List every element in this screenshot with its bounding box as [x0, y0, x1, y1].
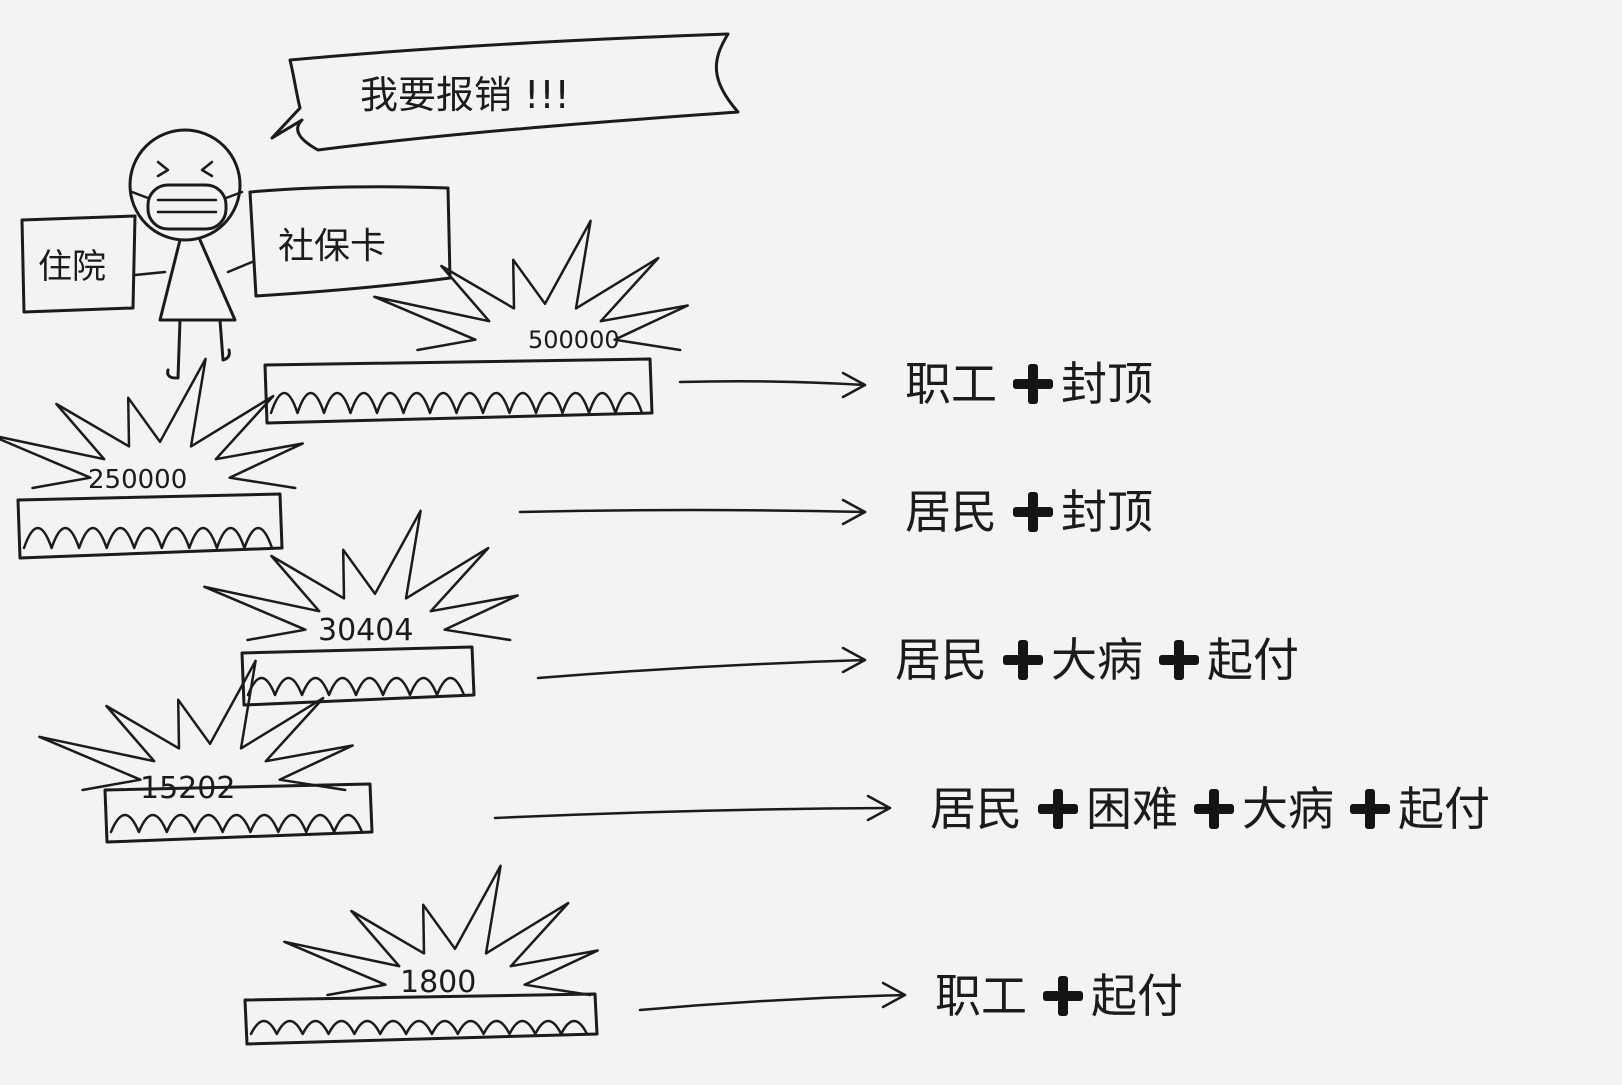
tier-2: 250000 居民 封顶 [0, 357, 1153, 560]
tier-formula: 职工 起付 [935, 969, 1183, 1023]
burst-icon [0, 357, 304, 490]
formula-term: 居民 [895, 633, 987, 687]
formula-term: 封顶 [1061, 485, 1153, 539]
tier-formula: 居民 封顶 [905, 485, 1153, 539]
tier-formula: 居民 困难 大病 起付 [930, 782, 1490, 836]
social-security-card: 社保卡 [248, 185, 452, 298]
tier-formula: 居民 大病 起付 [895, 633, 1299, 687]
tier-1: 500000 职工 封顶 [263, 219, 1153, 425]
formula-term: 起付 [1398, 782, 1490, 836]
social-security-card-label: 社保卡 [278, 226, 386, 267]
formula-term: 起付 [1091, 969, 1183, 1023]
hospital-card-label: 住院 [38, 247, 106, 287]
tier-amount: 500000 [528, 326, 620, 354]
arrow-icon [678, 371, 867, 399]
plus-icon [1003, 640, 1043, 680]
formula-term: 居民 [930, 782, 1022, 836]
formula-term: 职工 [935, 969, 1027, 1023]
person: 住院 社保卡 [20, 128, 452, 380]
spring-platform [103, 782, 374, 844]
formula-term: 困难 [1086, 782, 1178, 836]
hospital-card: 住院 [20, 214, 137, 314]
formula-term: 大病 [1051, 633, 1143, 687]
plus-icon [1159, 640, 1199, 680]
formula-term: 大病 [1242, 782, 1334, 836]
burst-icon [373, 219, 689, 352]
plus-icon [1194, 789, 1234, 829]
spring-platform [240, 645, 476, 707]
arrow-icon [493, 794, 892, 822]
arrow-icon [536, 646, 867, 680]
arrow-icon [518, 498, 867, 526]
plus-icon [1038, 789, 1078, 829]
tier-amount: 250000 [88, 465, 187, 495]
speech-bubble: 我要报销 !!! [270, 32, 740, 152]
burst-icon [203, 509, 519, 642]
tier-amount: 15202 [140, 771, 235, 806]
burst-icon [38, 659, 354, 792]
formula-term: 封顶 [1061, 357, 1153, 411]
formula-term: 起付 [1207, 633, 1299, 687]
spring-platform [263, 357, 654, 425]
tier-4: 15202 居民 困难 大病 起付 [38, 659, 1490, 844]
burst-icon [283, 864, 599, 997]
tier-amount: 1800 [400, 965, 476, 1000]
speech-bubble-text: 我要报销 !!! [360, 73, 570, 117]
mask-icon [130, 183, 244, 231]
arrow-icon [638, 981, 907, 1012]
tier-3: 30404 居民 大病 起付 [203, 509, 1299, 707]
plus-icon [1350, 789, 1390, 829]
plus-icon [1043, 976, 1083, 1016]
spring-platform [243, 992, 599, 1046]
formula-term: 居民 [905, 485, 997, 539]
tier-formula: 职工 封顶 [905, 357, 1153, 411]
formula-term: 职工 [905, 357, 997, 411]
tier-amount: 30404 [318, 613, 413, 648]
spring-platform [16, 492, 284, 560]
plus-icon [1013, 364, 1053, 404]
tier-5: 1800 职工 起付 [243, 864, 1183, 1046]
plus-icon [1013, 492, 1053, 532]
